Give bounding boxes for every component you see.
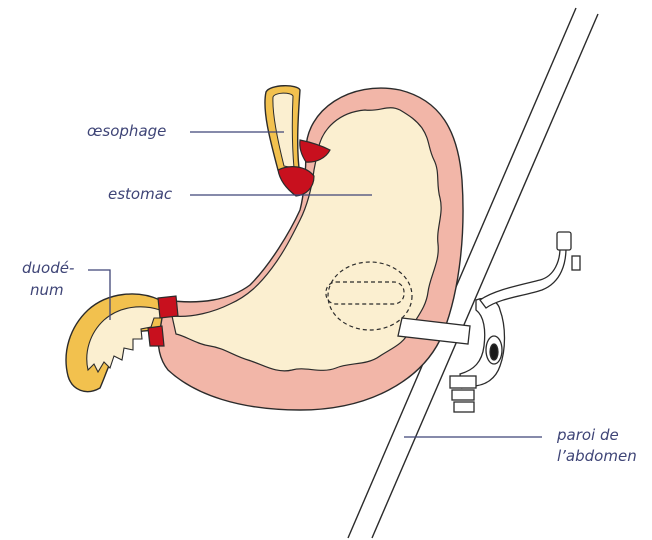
abdominal-wall-label-line2: l’abdomen <box>557 446 637 467</box>
duodenum-label-line2: num <box>30 280 64 301</box>
oesophagus-label: œsophage <box>87 121 166 142</box>
stomach-label: estomac <box>108 184 172 205</box>
oesophagus <box>265 86 300 176</box>
duodenum-label-line1: duodé- <box>22 258 74 279</box>
abdominal-wall-label-line1: paroi de <box>557 425 619 446</box>
